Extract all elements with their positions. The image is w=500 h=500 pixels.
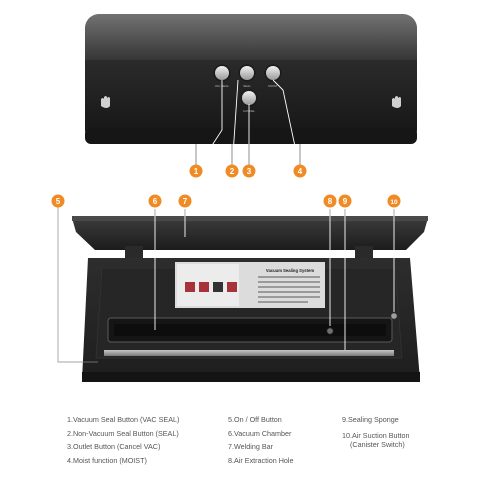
- legend-column-1: 1.Vacuum Seal Button (VAC SEAL) 2.Non-Va…: [67, 413, 179, 467]
- svg-text:2: 2: [230, 167, 235, 176]
- legend-item-8: 8.Air Extraction Hole: [228, 455, 294, 465]
- legend-column-3: 9.Sealing Sponge 10.Air Suction Button (…: [342, 413, 410, 449]
- svg-text:4: 4: [298, 167, 303, 176]
- open-view-device: Vacuum Sealing System: [72, 216, 428, 382]
- top-leader-lines: [195, 79, 301, 171]
- svg-text:6: 6: [153, 197, 158, 206]
- legend-item-5: 5.On / Off Button: [228, 415, 282, 424]
- callout-10: 10: [387, 194, 401, 208]
- seal-label: SEAL: [243, 84, 251, 88]
- callout-8: 8: [323, 194, 337, 208]
- legend-item-3: 3.Outlet Button (Cancel VAC): [67, 442, 161, 451]
- svg-text:3: 3: [247, 167, 252, 176]
- legend-item-1: 1.Vacuum Seal Button (VAC SEAL): [67, 415, 180, 424]
- top-view-device: VAC SEAL SEAL MOIST CANCEL: [85, 14, 417, 144]
- air-suction-button[interactable]: [390, 312, 398, 320]
- svg-text:7: 7: [183, 197, 188, 206]
- seal-button[interactable]: [238, 64, 256, 82]
- open-leader-lines: [154, 205, 395, 350]
- instruction-panel-title: Vacuum Sealing System: [266, 268, 314, 273]
- callout-3: 3: [242, 164, 256, 178]
- welding-bar: [104, 350, 394, 356]
- legend-item-9: 9.Sealing Sponge: [342, 415, 399, 424]
- vac-seal-button[interactable]: [213, 64, 231, 82]
- legend-item-10: 10.Air Suction Button: [342, 431, 410, 440]
- air-extraction-hole: [326, 327, 334, 335]
- moist-label: MOIST: [268, 84, 278, 88]
- moist-button[interactable]: [264, 64, 282, 82]
- legend-item-6: 6.Vacuum Chamber: [228, 428, 292, 438]
- svg-text:9: 9: [343, 197, 348, 206]
- callout-4: 4: [293, 164, 307, 178]
- svg-text:8: 8: [328, 197, 333, 206]
- svg-text:10: 10: [390, 199, 398, 206]
- svg-text:5: 5: [56, 197, 61, 206]
- callout-1: 1: [189, 164, 203, 178]
- callout-7: 7: [178, 194, 192, 208]
- legend-column-2: 5.On / Off Button 6.Vacuum Chamber 7.Wel…: [228, 413, 294, 467]
- svg-text:1: 1: [194, 167, 199, 176]
- callout-2: 2: [225, 164, 239, 178]
- left-hand-release-icon: [101, 96, 110, 108]
- callout-9: 9: [338, 194, 352, 208]
- callout-5: 5: [51, 194, 65, 208]
- instruction-panel: Vacuum Sealing System: [175, 262, 325, 308]
- right-hand-release-icon: [392, 96, 401, 108]
- legend-item-4: 4.Moist function (MOIST): [67, 455, 147, 465]
- callout-6: 6: [148, 194, 162, 208]
- legend-item-7: 7.Welding Bar: [228, 442, 274, 451]
- vacuum-chamber: [107, 317, 393, 343]
- legend-item-2: 2.Non-Vacuum Seal Button (SEAL): [67, 428, 179, 438]
- cancel-vac-button[interactable]: [240, 89, 258, 107]
- legend-item-10-note: (Canister Switch): [350, 440, 405, 449]
